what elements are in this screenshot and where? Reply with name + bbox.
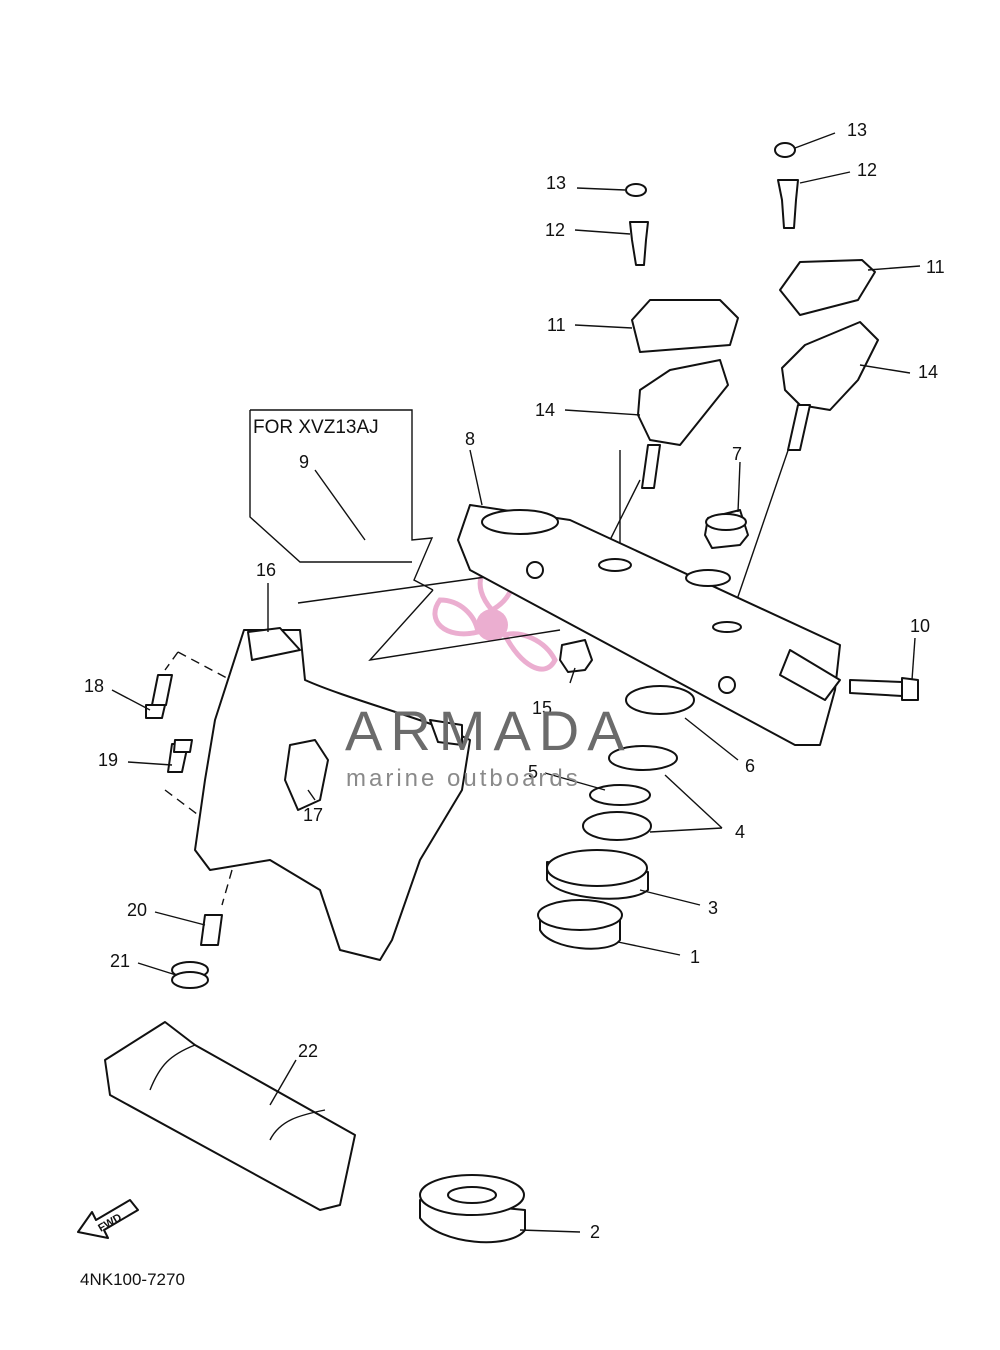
callout-14-left: 14 xyxy=(535,400,555,420)
callout-16: 16 xyxy=(256,560,276,580)
callout-17: 17 xyxy=(303,805,323,825)
callout-3: 3 xyxy=(708,898,718,918)
callout-12-right: 12 xyxy=(857,160,877,180)
leader-lines xyxy=(111,132,921,1233)
callout-6: 6 xyxy=(745,756,755,776)
cap-nut xyxy=(704,509,749,549)
callout-11-right: 11 xyxy=(926,257,945,277)
fwd-arrow: FWD xyxy=(77,1199,139,1239)
callout-4: 4 xyxy=(735,822,745,842)
bearing-stack xyxy=(537,685,695,950)
callout-1: 1 xyxy=(690,947,700,967)
under-bracket xyxy=(194,627,471,961)
callout-5: 5 xyxy=(528,762,538,782)
fwd-label: FWD xyxy=(96,1212,124,1235)
callout-9: 9 xyxy=(299,452,309,472)
callout-22: 22 xyxy=(298,1041,318,1061)
drawing-code: 4NK100-7270 xyxy=(80,1270,185,1289)
pinch-bolt xyxy=(849,677,919,701)
callout-11-left: 11 xyxy=(547,315,566,335)
handlebar-holder-right xyxy=(774,142,879,451)
note-box-label: FOR XVZ13AJ xyxy=(253,417,379,438)
callout-18: 18 xyxy=(84,676,104,696)
upper-bracket xyxy=(457,504,841,746)
watermark-title: ARMADA xyxy=(345,699,633,762)
callout-19: 19 xyxy=(98,750,118,770)
callouts: 1 2 3 4 5 6 7 8 9 10 11 11 12 12 13 13 1… xyxy=(84,120,945,1242)
callout-8: 8 xyxy=(465,429,475,449)
callout-15: 15 xyxy=(532,698,552,718)
callout-20: 20 xyxy=(127,900,147,920)
callout-14-right: 14 xyxy=(918,362,938,382)
handlebar-holder-left xyxy=(625,183,739,489)
stem-cover xyxy=(104,1021,356,1211)
flange-nut xyxy=(559,639,593,673)
callout-13-left: 13 xyxy=(546,173,566,193)
callout-2: 2 xyxy=(590,1222,600,1242)
model-note-box: FOR XVZ13AJ xyxy=(249,409,434,591)
callout-13-right: 13 xyxy=(847,120,867,140)
lower-bearing xyxy=(419,1174,526,1244)
callout-7: 7 xyxy=(732,444,742,464)
callout-10: 10 xyxy=(910,616,930,636)
bracket-bolts xyxy=(145,674,193,773)
callout-21: 21 xyxy=(110,951,130,971)
collar-and-grommet xyxy=(171,914,223,989)
watermark-subtitle: marine outboards xyxy=(346,765,581,792)
callout-12-left: 12 xyxy=(545,220,565,240)
